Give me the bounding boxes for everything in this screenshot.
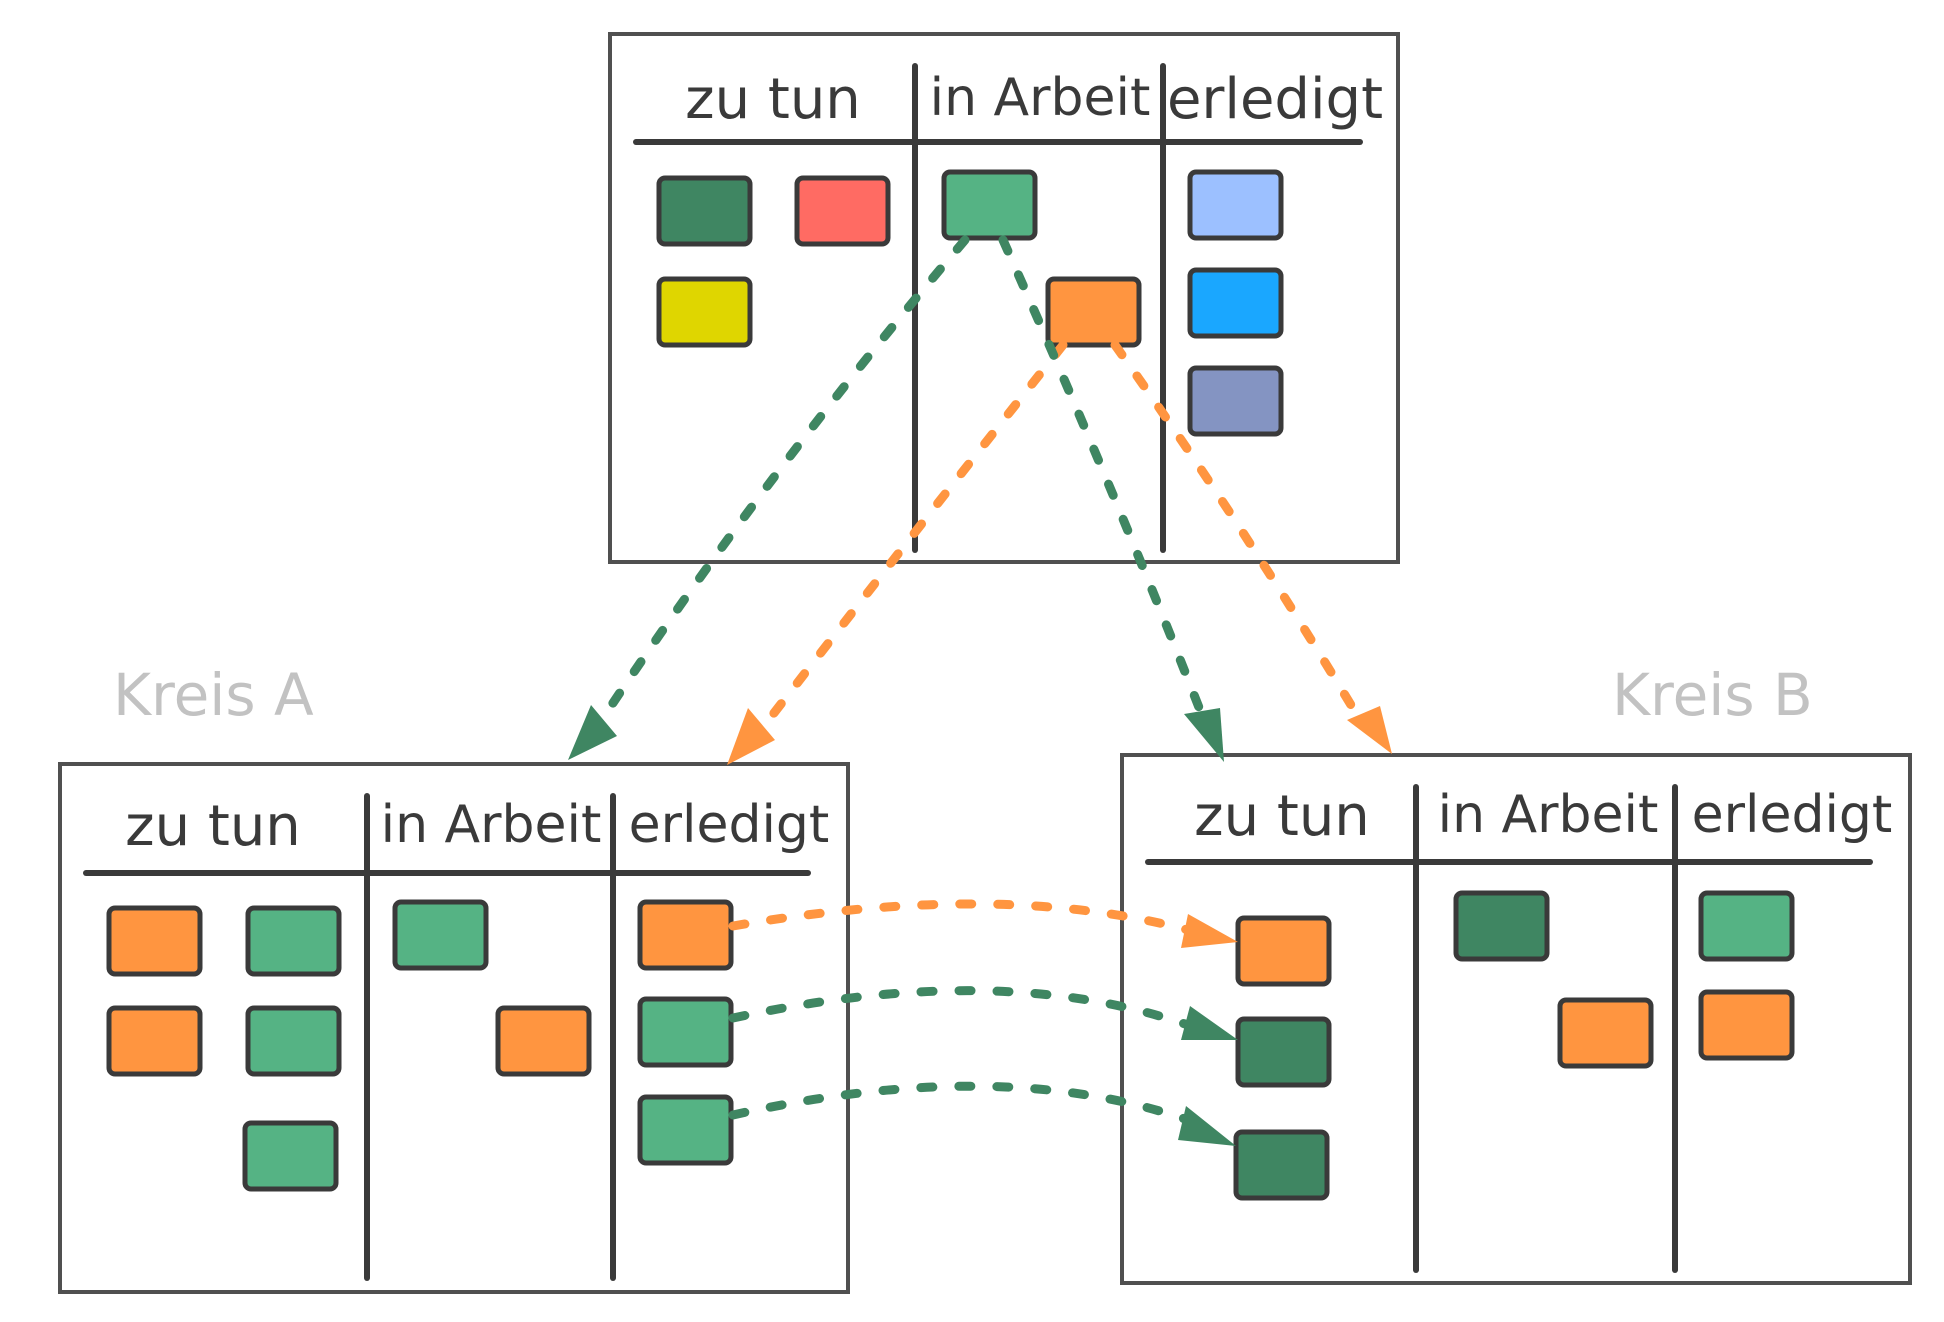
card[interactable] <box>637 899 734 971</box>
kreis-b-column-header-done: erledigt <box>1692 785 1893 845</box>
flow-arrow-path <box>728 899 1193 935</box>
flow-arrowhead <box>1178 1106 1236 1146</box>
card[interactable] <box>656 276 753 348</box>
card[interactable] <box>495 1005 592 1077</box>
card[interactable] <box>106 1005 203 1077</box>
flow-arrow-path <box>728 986 1193 1030</box>
circle-b-label: Kreis B <box>1612 661 1813 729</box>
card[interactable] <box>1045 276 1142 348</box>
flow-arrowhead <box>1347 706 1392 754</box>
kreis-b-cards <box>1233 890 1795 1201</box>
flow-arrows <box>568 235 1392 1146</box>
top-board-column-header-in-progress: in Arbeit <box>930 68 1151 128</box>
flow-arrowhead <box>1181 914 1238 948</box>
flow-arrow-path <box>752 340 1068 740</box>
kreis-b-column-header-in-progress: in Arbeit <box>1438 785 1659 845</box>
flow-arrow-path <box>590 235 970 735</box>
card[interactable] <box>1187 365 1284 437</box>
flow-arrowhead <box>727 708 775 765</box>
card[interactable] <box>794 175 891 247</box>
card[interactable] <box>1235 915 1332 987</box>
card[interactable] <box>245 905 342 977</box>
card[interactable] <box>242 1120 339 1192</box>
kreis-a-column-header-in-progress: in Arbeit <box>381 795 602 855</box>
flow-arrowhead <box>1184 708 1224 762</box>
card[interactable] <box>1698 989 1795 1061</box>
top-board-cards <box>656 169 1284 437</box>
kreis-b-column-header-todo: zu tun <box>1194 784 1370 849</box>
top-board: zu tun in Arbeit erledigt <box>608 32 1400 564</box>
card[interactable] <box>1698 890 1795 962</box>
card[interactable] <box>245 1005 342 1077</box>
kreis-a-column-header-todo: zu tun <box>125 794 301 859</box>
card[interactable] <box>392 899 489 971</box>
card[interactable] <box>656 175 753 247</box>
kreis-a-board: zu tun in Arbeit erledigt <box>58 762 850 1294</box>
card[interactable] <box>637 1094 734 1166</box>
top-board-column-header-todo: zu tun <box>685 67 861 132</box>
kreis-b-board: zu tun in Arbeit erledigt <box>1120 753 1912 1285</box>
card[interactable] <box>1233 1129 1330 1201</box>
card[interactable] <box>1187 169 1284 241</box>
card[interactable] <box>941 169 1038 241</box>
kreis-a-cards <box>106 899 734 1192</box>
card[interactable] <box>1187 267 1284 339</box>
kreis-a-column-header-done: erledigt <box>629 795 830 855</box>
flow-arrow-path <box>728 1081 1193 1125</box>
card[interactable] <box>1235 1016 1332 1088</box>
card[interactable] <box>1453 890 1550 962</box>
flow-arrow-path <box>998 235 1205 715</box>
circle-a-label: Kreis A <box>113 661 314 729</box>
flow-arrowhead <box>568 705 617 760</box>
flow-arrowhead <box>1181 1006 1238 1040</box>
card[interactable] <box>1557 997 1654 1069</box>
card[interactable] <box>637 996 734 1068</box>
flow-arrow-path <box>1110 340 1365 725</box>
top-board-column-header-done: erledigt <box>1167 67 1383 132</box>
card[interactable] <box>106 905 203 977</box>
